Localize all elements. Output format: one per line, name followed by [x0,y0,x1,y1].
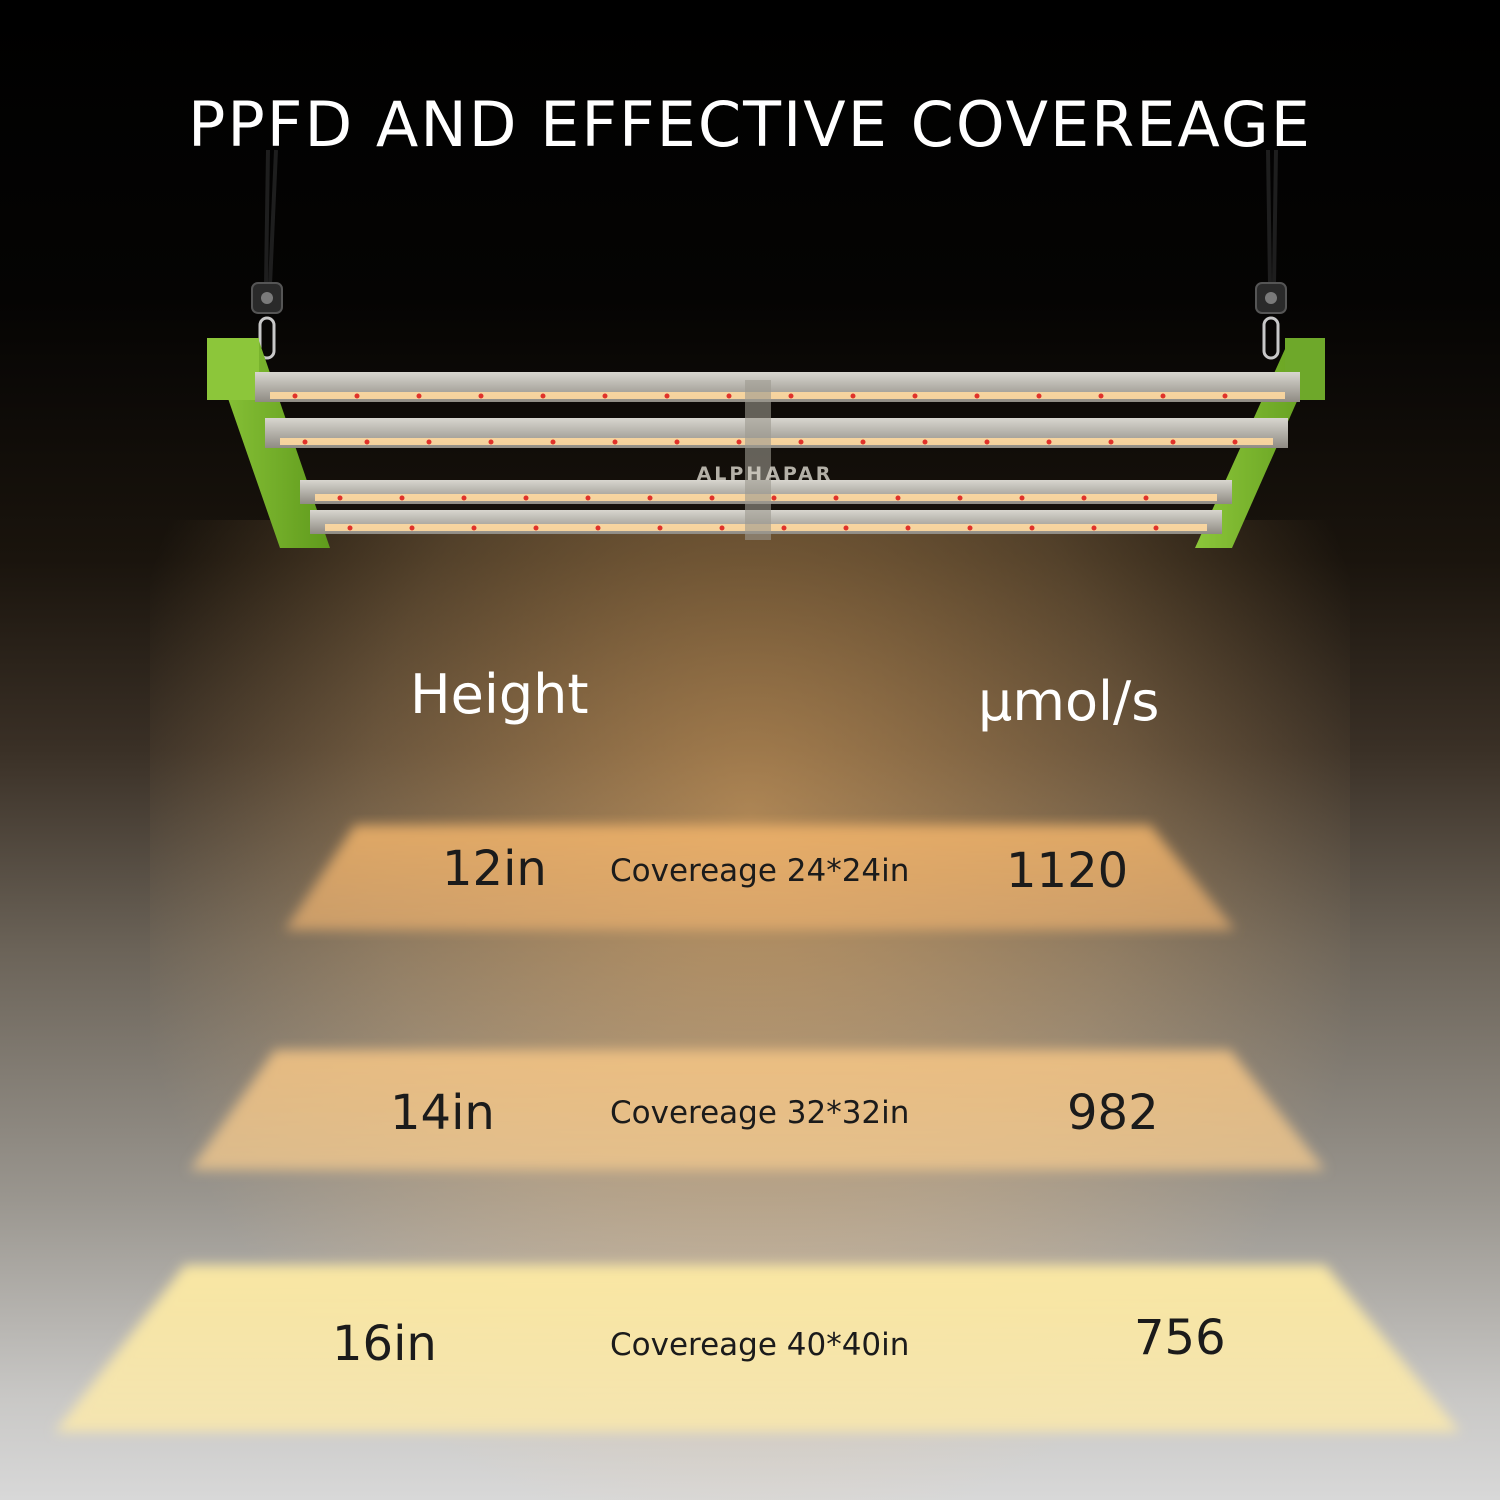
led-strip-2 [280,438,1273,445]
coverage-plane-12in [285,825,1235,930]
row-height-14in: 14in [390,1085,495,1141]
red-led [595,525,601,531]
led-bars [255,372,1300,534]
red-led [488,439,494,445]
red-led [347,525,353,531]
red-led [736,439,742,445]
frame-left-cap [207,338,259,400]
red-led [1108,439,1114,445]
red-led [843,525,849,531]
red-led [1098,393,1104,399]
red-led [426,439,432,445]
red-led [1143,495,1149,501]
red-led [781,525,787,531]
red-led [974,393,980,399]
red-led [905,525,911,531]
row-value-12in: 1120 [1006,843,1129,899]
red-led [1160,393,1166,399]
ratchet-hanger-left [251,282,283,360]
red-led [471,525,477,531]
red-led [850,393,856,399]
red-led [984,439,990,445]
red-led [461,495,467,501]
red-led [967,525,973,531]
red-led [416,393,422,399]
red-led [292,393,298,399]
red-led [798,439,804,445]
red-led [1046,439,1052,445]
row-height-16in: 16in [332,1316,437,1372]
red-led [788,393,794,399]
red-led [399,495,405,501]
red-led [895,495,901,501]
red-led [1029,525,1035,531]
brand-logo: ALPHAPAR [696,463,834,485]
hanging-ropes [264,149,1278,286]
red-led [409,525,415,531]
red-led [364,439,370,445]
red-led [1036,393,1042,399]
red-led [719,525,725,531]
red-led [957,495,963,501]
unit-header: µmol/s [978,670,1160,733]
red-led [523,495,529,501]
row-value-16in: 756 [1134,1310,1226,1366]
coverage-plane-14in [190,1050,1325,1170]
red-led [860,439,866,445]
red-led [1222,393,1228,399]
led-strip-1 [270,392,1285,399]
page-title: PPFD AND EFFECTIVE COVEREAGE [188,88,1312,161]
ratchet-hanger-right [1255,282,1287,360]
red-led [1170,439,1176,445]
height-header: Height [410,663,589,726]
red-led [726,393,732,399]
row-coverage-12in: Covereage 24*24in [610,853,910,889]
red-led [674,439,680,445]
red-led [337,495,343,501]
row-coverage-16in: Covereage 40*40in [610,1327,910,1363]
red-led [1019,495,1025,501]
coverage-plane-16in [55,1265,1460,1432]
red-led [602,393,608,399]
red-led [550,439,556,445]
red-led [533,525,539,531]
red-led [540,393,546,399]
center-spine [745,380,771,540]
row-value-14in: 982 [1067,1085,1159,1141]
red-led [354,393,360,399]
red-led [1091,525,1097,531]
red-led [1081,495,1087,501]
red-led [709,495,715,501]
red-led [771,495,777,501]
red-led [922,439,928,445]
red-led [657,525,663,531]
red-led [302,439,308,445]
red-led [647,495,653,501]
row-height-12in: 12in [442,841,547,897]
red-led [1153,525,1159,531]
red-led [912,393,918,399]
red-led [478,393,484,399]
red-led [585,495,591,501]
row-coverage-14in: Covereage 32*32in [610,1095,910,1131]
red-led [612,439,618,445]
red-led [664,393,670,399]
red-led [833,495,839,501]
red-led [1232,439,1238,445]
